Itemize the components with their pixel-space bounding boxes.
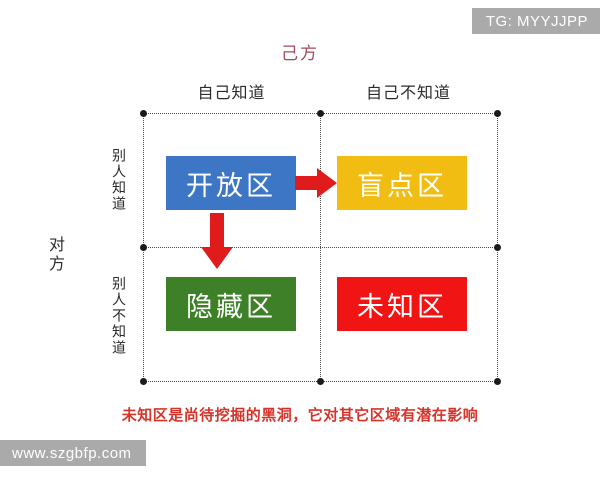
- column-header-self-unknown: 自己不知道: [365, 85, 451, 102]
- quadrant-blind-area[interactable]: 盲点区: [337, 156, 467, 210]
- watermark-bottom-left: www.szgbfp.com: [0, 440, 146, 466]
- arrow-right-icon: [295, 168, 337, 198]
- quadrant-hidden-area[interactable]: 隐藏区: [166, 277, 296, 331]
- axis-title-self: 己方: [281, 44, 319, 63]
- axis-title-other: 对方: [46, 236, 63, 274]
- watermark-top-right: TG: MYYJJPP: [471, 8, 600, 34]
- grid-node-dot: [493, 109, 501, 117]
- arrow-down-icon: [201, 213, 233, 269]
- grid-node-dot: [316, 377, 324, 385]
- row-header-others-known: 别人知道: [110, 148, 125, 212]
- johari-grid: 开放区 盲点区 隐藏区 未知区: [139, 109, 501, 385]
- grid-node-dot: [139, 109, 147, 117]
- grid-node-dot: [493, 243, 501, 251]
- column-header-self-known: 自己知道: [197, 85, 266, 102]
- quadrant-unknown-area[interactable]: 未知区: [337, 277, 467, 331]
- quadrant-open-area[interactable]: 开放区: [166, 156, 296, 210]
- grid-node-dot: [139, 377, 147, 385]
- grid-node-dot: [316, 109, 324, 117]
- grid-line-center: [320, 113, 321, 381]
- grid-node-dot: [493, 377, 501, 385]
- row-header-others-unknown: 别人不知道: [110, 276, 125, 356]
- footer-caption: 未知区是尚待挖掘的黑洞，它对其它区域有潜在影响: [121, 408, 479, 424]
- grid-node-dot: [139, 243, 147, 251]
